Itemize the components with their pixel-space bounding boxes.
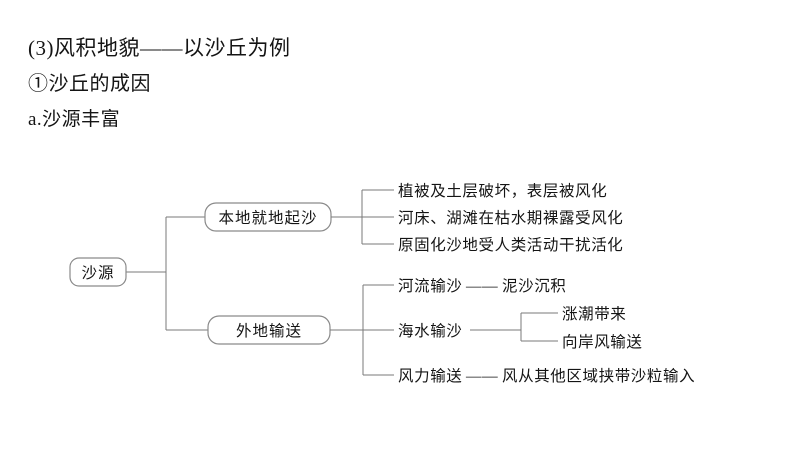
branch1-connectors bbox=[331, 189, 394, 245]
node-root-label: 沙源 bbox=[81, 264, 114, 282]
leaf-vegetation-damage: 植被及土层破坏，表层被风化 bbox=[398, 182, 607, 200]
page-title: (3)风积地貌——以沙丘为例 bbox=[28, 36, 291, 60]
node-external-transport-label: 外地输送 bbox=[236, 322, 302, 340]
branch1-leaf-group: 植被及土层破坏，表层被风化 河床、湖滩在枯水期裸露受风化 原固化沙地受人类活动干… bbox=[398, 182, 623, 254]
leaf-wind-transport-result: 风从其他区域挟带沙粒输入 bbox=[502, 367, 695, 385]
node-root-box bbox=[69, 257, 127, 287]
leaf-river-transport-result: 泥沙沉积 bbox=[502, 277, 566, 295]
sand-source-tree-diagram: 沙源 本地就地起沙 植被及土层破坏，表层被风化 河床、湖滩在枯水期裸露受风化 原… bbox=[0, 160, 800, 410]
leaf-riverbed-lakebeach: 河床、湖滩在枯水期裸露受风化 bbox=[398, 209, 623, 227]
leaf-wind-transport-label: 风力输送 bbox=[398, 367, 462, 385]
leaf-river-transport-group: 河流输沙 —— 泥沙沉积 bbox=[398, 277, 566, 295]
leaf-wind-transport-group: 风力输送 —— 风从其他区域挟带沙粒输入 bbox=[398, 367, 695, 385]
section-subtitle: ①沙丘的成因 bbox=[28, 73, 151, 95]
leaf-onshore-wind: 向岸风输送 bbox=[562, 333, 643, 351]
node-external-transport[interactable]: 外地输送 bbox=[207, 315, 331, 345]
leaf-rising-tide: 涨潮带来 bbox=[562, 305, 626, 323]
leaf-river-transport-label: 河流输沙 bbox=[398, 277, 462, 295]
node-local-sand[interactable]: 本地就地起沙 bbox=[204, 202, 332, 232]
leaf-river-transport-separator: —— bbox=[465, 278, 498, 295]
node-root[interactable]: 沙源 bbox=[69, 257, 127, 287]
leaf-wind-transport-separator: —— bbox=[465, 368, 498, 385]
leaf-seawater-transport-group: 海水输沙 涨潮带来 向岸风输送 bbox=[398, 305, 643, 351]
root-connectors bbox=[126, 216, 208, 331]
leaf-fixed-sand-activation: 原固化沙地受人类活动干扰活化 bbox=[398, 236, 623, 254]
node-local-sand-label: 本地就地起沙 bbox=[218, 209, 317, 227]
leaf-seawater-transport-label: 海水输沙 bbox=[398, 322, 462, 340]
section-item: a.沙源丰富 bbox=[28, 109, 121, 130]
heading-block: (3)风积地貌——以沙丘为例 ①沙丘的成因 a.沙源丰富 bbox=[28, 30, 768, 138]
branch2-connectors bbox=[330, 284, 394, 376]
